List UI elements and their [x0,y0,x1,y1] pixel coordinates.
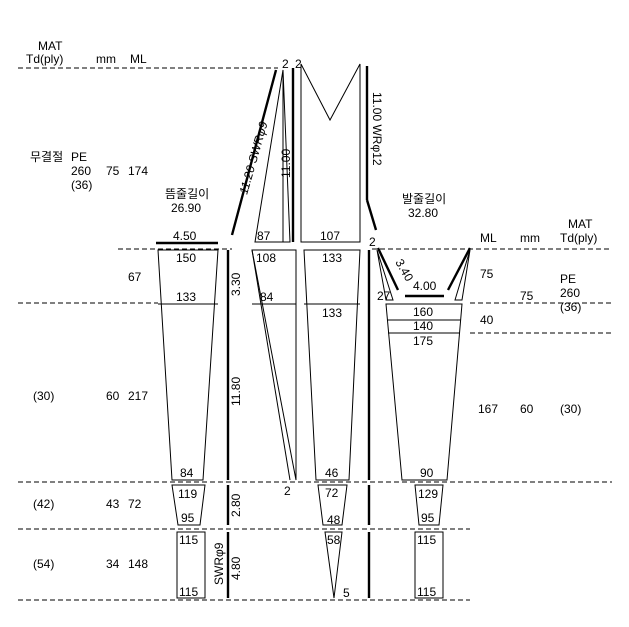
belly-panel [303,249,361,481]
square-108: 108 [256,251,276,265]
header-right-mat: MAT [568,217,593,231]
ground-line-label: 발줄길이 [402,192,446,206]
left-wing-133: 133 [176,290,196,304]
right-wing-side-panel [376,249,394,301]
header-left-td: Td(ply) [26,52,63,66]
belly-107: 107 [320,229,340,243]
square-left-edge [251,249,291,481]
left-top-mm: 75 [106,164,120,178]
left-mid-ml: 217 [128,389,148,403]
seg-330-label: 3.30 [229,272,243,296]
left-low2-td-ply: (54) [33,557,54,571]
ground-line-right-side [446,247,472,291]
left-mid-td-ply: (30) [33,389,54,403]
left-wing-codend-1 [171,484,206,526]
upper-wing-panel [254,69,291,243]
left-low1-mm: 43 [106,497,120,511]
left-top-mat: PE [71,150,87,164]
right-wing-upper-tri [454,249,471,301]
square-2: 2 [284,484,291,498]
right-wing-129: 129 [418,487,438,501]
left-low1-td-ply: (42) [33,497,54,511]
right-wing-27: 27 [377,289,391,303]
right-wing-95: 95 [421,511,435,525]
ground-line-segment-label: 4.00 [413,279,437,293]
wr-right-label: 11.00 WRφ12 [370,92,384,166]
right-wing-175: 175 [413,334,433,348]
belly-72: 72 [325,486,339,500]
belly-58: 58 [327,533,341,547]
corner-mark-2: 2 [295,57,302,71]
left-top-ml: 174 [128,164,148,178]
belly-codend-1 [317,484,348,526]
center-wire-label: 11.00 [279,149,293,178]
ground-line-side [376,247,400,291]
left-low2-ml: 148 [128,557,148,571]
left-wing-115-bottom: 115 [179,585,198,599]
right-wing-90: 90 [420,466,434,480]
header-left-mat: MAT [38,39,63,53]
seg-280-label: 2.80 [229,493,243,517]
right-top-mat: PE [560,272,576,286]
belly-upper-panel [300,63,361,243]
left-top-td-ply: (36) [71,178,92,192]
left-top-label: 무결절 [30,150,63,164]
header-left-mm: mm [96,52,116,66]
swr-lower-label: SWRφ9 [212,542,226,585]
left-wing-119: 119 [178,487,197,501]
right-wing-codend-1 [414,484,444,526]
float-line-segment-label: 4.50 [173,229,197,243]
upper-wing-headrope [230,69,278,236]
left-wing-115-top: 115 [179,533,198,547]
left-low2-mm: 34 [106,557,120,571]
belly-133-mid: 133 [322,306,342,320]
header-left-ml: ML [130,52,147,66]
right-top-td: 260 [560,286,580,300]
right-top-mm: 75 [520,289,534,303]
belly-codend-2 [324,531,343,599]
lower-len-label: 4.80 [229,556,243,580]
ground-line-value: 32.80 [408,206,438,220]
corner-mark-3: 2 [369,235,376,249]
corner-mark-1: 2 [282,57,289,71]
right-wing-codend-2 [414,531,444,599]
right-top-ml: 75 [480,267,494,281]
float-line-value: 26.90 [171,201,201,215]
square-panel [251,249,297,481]
left-top-td: 260 [71,164,91,178]
right-mid-mm: 60 [520,402,534,416]
seg-1180-label: 11.80 [229,377,243,406]
header-right-mm: mm [520,231,540,245]
left-sub-ml: 67 [128,270,142,284]
left-wing-codend-2 [176,531,206,599]
right-mid-td-ply: (30) [560,402,581,416]
right-wing-160: 160 [413,305,433,319]
left-low1-ml: 72 [128,497,142,511]
right-top-td-ply: (36) [560,300,581,314]
right-wing-140: 140 [413,319,433,333]
float-line-label: 뜸줄길이 [165,187,209,201]
square-87: 87 [257,229,271,243]
right-wire-bend [365,199,378,231]
swr-upper-label: 11.20 SWRφ9 [236,120,270,196]
belly-5: 5 [343,586,350,600]
left-wing-84: 84 [180,466,194,480]
right-wing-115-top: 115 [417,533,436,547]
belly-48: 48 [327,513,341,527]
left-mid-mm: 60 [106,389,120,403]
header-right-ml: ML [480,231,497,245]
header-right-td: Td(ply) [560,231,597,245]
left-wing-150: 150 [176,251,196,265]
square-84: 84 [260,290,274,304]
left-wing-95: 95 [181,511,195,525]
right-wing-115-bottom: 115 [417,585,436,599]
right-mid-ml: 167 [478,402,498,416]
belly-46: 46 [325,466,339,480]
right-sub-ml: 40 [480,313,494,327]
right-wing-panel [385,303,463,481]
left-wing-panel [157,249,219,481]
belly-133-top: 133 [322,251,342,265]
